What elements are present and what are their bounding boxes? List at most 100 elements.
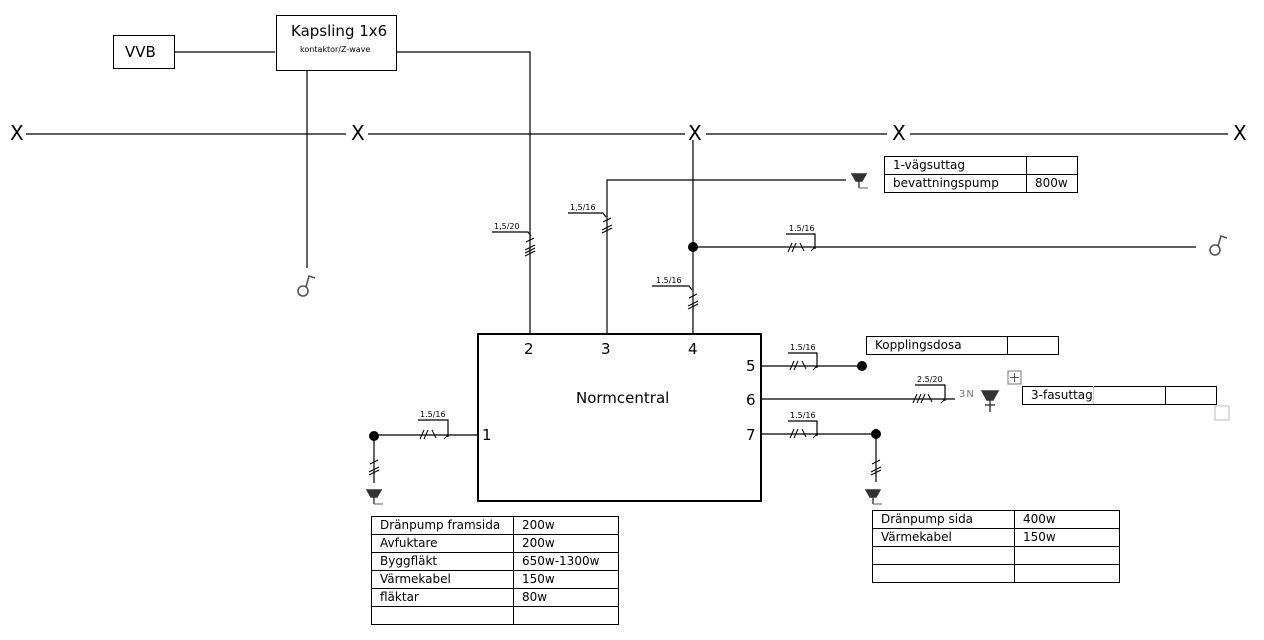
kapsling-title: Kapsling 1x6 bbox=[291, 22, 388, 40]
vvb-label: VVB bbox=[125, 43, 156, 61]
cell-power: 80w bbox=[513, 588, 619, 607]
terminal-4: 4 bbox=[688, 340, 698, 358]
cell-load bbox=[872, 546, 1015, 565]
cell-power bbox=[1165, 386, 1217, 405]
conductor-ticks bbox=[368, 217, 946, 476]
cell-power bbox=[1014, 546, 1120, 565]
outlet-icon bbox=[864, 489, 882, 505]
outlet-icon bbox=[365, 489, 383, 505]
cable-leader bbox=[492, 231, 532, 237]
break-mark: X bbox=[892, 121, 906, 145]
three-phase-label: 3N bbox=[959, 389, 975, 400]
resize-handle-icon[interactable] bbox=[1214, 405, 1230, 421]
table-row: 1-vägsuttag bbox=[884, 156, 1078, 175]
cable-label-t2: 1,5/20 bbox=[494, 222, 520, 231]
cell-load: Avfuktare bbox=[371, 534, 514, 553]
cable-label-t4: 1.5/16 bbox=[656, 276, 682, 285]
junction-dot bbox=[857, 361, 867, 371]
cable-label-t1: 1.5/16 bbox=[420, 410, 446, 419]
cable-leader bbox=[915, 384, 946, 401]
cable-leader bbox=[652, 285, 693, 291]
cell-power bbox=[1007, 336, 1059, 355]
table-trefasuttag: 3-fasuttag bbox=[1022, 386, 1217, 405]
cable-leader bbox=[786, 233, 816, 249]
break-mark: X bbox=[1233, 121, 1247, 145]
cell-power bbox=[1014, 564, 1120, 583]
terminal-7: 7 bbox=[746, 426, 756, 444]
cell-power bbox=[513, 606, 619, 625]
table-row: bevattningspump 800w bbox=[884, 174, 1078, 193]
table-row: Kopplingsdosa bbox=[866, 336, 1059, 355]
cell-empty bbox=[1093, 386, 1166, 405]
break-mark: X bbox=[688, 121, 702, 145]
cell-load: Dränpump sida bbox=[872, 510, 1015, 529]
cell-power: 150w bbox=[1014, 528, 1120, 547]
break-mark: X bbox=[10, 121, 24, 145]
cable-label-t6: 2.5/20 bbox=[917, 375, 943, 384]
terminal-6: 6 bbox=[746, 391, 756, 409]
wire-kapsling-t2 bbox=[397, 51, 531, 333]
cable-label-t5: 1.5/16 bbox=[790, 343, 816, 352]
cable-label-t4-branch: 1.5/16 bbox=[789, 224, 815, 233]
cell-load: Värmekabel bbox=[371, 570, 514, 589]
cell-load bbox=[371, 606, 514, 625]
cell-load: bevattningspump bbox=[884, 174, 1027, 193]
cable-leader bbox=[418, 419, 449, 437]
cell-power: 200w bbox=[513, 534, 619, 553]
table-row bbox=[872, 546, 1120, 565]
cell-power bbox=[1026, 156, 1078, 175]
cell-power: 800w bbox=[1026, 174, 1078, 193]
cell-load: 1-vägsuttag bbox=[884, 156, 1027, 175]
terminal-2: 2 bbox=[524, 340, 534, 358]
switch-icon bbox=[1209, 234, 1228, 256]
table-row bbox=[872, 564, 1120, 583]
cable-leader bbox=[788, 420, 818, 436]
table-envagsuttag: 1-vägsuttag bevattningspump 800w bbox=[884, 156, 1078, 193]
move-handle-icon[interactable] bbox=[1007, 370, 1022, 385]
kapsling-subtitle: kontaktor/Z-wave bbox=[300, 45, 371, 54]
vvb-box[interactable]: VVB bbox=[113, 35, 175, 69]
cable-leader bbox=[568, 212, 607, 218]
kapsling-box[interactable]: Kapsling 1x6 kontaktor/Z-wave bbox=[276, 15, 397, 71]
cell-load: fläktar bbox=[371, 588, 514, 607]
break-mark: X bbox=[351, 121, 365, 145]
junction-dot bbox=[688, 242, 698, 252]
terminal-5: 5 bbox=[746, 357, 756, 375]
normcentral-box[interactable]: Normcentral 1 2 3 4 5 6 7 bbox=[477, 333, 762, 502]
cable-label-t3: 1,5/16 bbox=[570, 203, 596, 212]
three-phase-outlet-icon bbox=[980, 390, 1000, 412]
junction-dot bbox=[369, 431, 379, 441]
cable-label-t7: 1.5/16 bbox=[790, 411, 816, 420]
table-kopplingsdosa: Kopplingsdosa bbox=[866, 336, 1059, 355]
cell-load: Kopplingsdosa bbox=[866, 336, 1008, 355]
switch-icon bbox=[297, 274, 316, 297]
cell-power: 200w bbox=[513, 516, 619, 535]
cell-load bbox=[872, 564, 1015, 583]
normcentral-label: Normcentral bbox=[576, 389, 670, 407]
cell-load: Dränpump framsida bbox=[371, 516, 514, 535]
cell-load: Värmekabel bbox=[872, 528, 1015, 547]
cell-power: 150w bbox=[513, 570, 619, 589]
outlet-icon bbox=[850, 173, 868, 189]
terminal-1: 1 bbox=[482, 426, 492, 444]
table-row bbox=[371, 606, 619, 625]
terminal-3: 3 bbox=[601, 340, 611, 358]
cable-leader bbox=[788, 352, 818, 368]
wire-t3-outlet bbox=[606, 179, 846, 333]
cell-load: Byggfläkt bbox=[371, 552, 514, 571]
cell-power: 650w-1300w bbox=[513, 552, 619, 571]
cell-power: 400w bbox=[1014, 510, 1120, 529]
table-row: 3-fasuttag bbox=[1022, 386, 1217, 405]
cell-load: 3-fasuttag bbox=[1022, 386, 1094, 405]
junction-dot bbox=[871, 429, 881, 439]
